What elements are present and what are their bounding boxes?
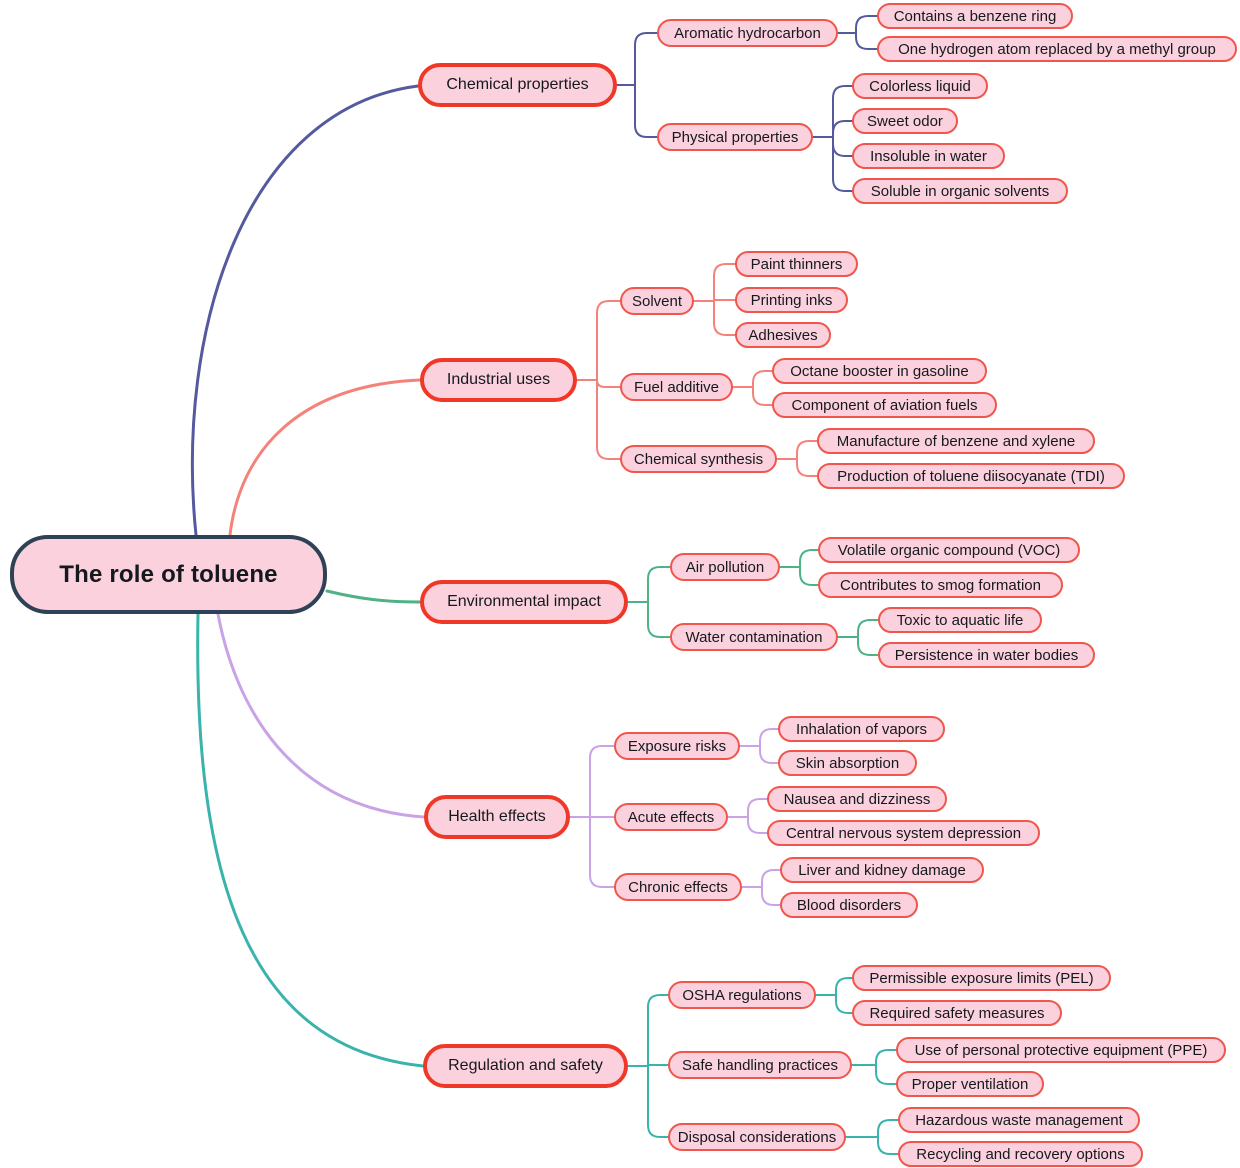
- node-nausea-and-dizziness[interactable]: Nausea and dizziness: [767, 786, 947, 812]
- node-contributes-to-smog-formation[interactable]: Contributes to smog formation: [818, 572, 1063, 598]
- node-hazardous-waste-management[interactable]: Hazardous waste management: [898, 1107, 1140, 1133]
- node-colorless-liquid[interactable]: Colorless liquid: [852, 73, 988, 99]
- node-water-contamination[interactable]: Water contamination: [670, 623, 838, 651]
- node-fuel-additive[interactable]: Fuel additive: [620, 373, 733, 401]
- node-component-of-aviation-fuels[interactable]: Component of aviation fuels: [772, 392, 997, 418]
- node-volatile-organic-compound-voc[interactable]: Volatile organic compound (VOC): [818, 537, 1080, 563]
- node-chemical-properties[interactable]: Chemical properties: [418, 63, 617, 107]
- node-skin-absorption[interactable]: Skin absorption: [778, 750, 917, 776]
- connectors-health-effects: [216, 612, 781, 906]
- node-environmental-impact[interactable]: Environmental impact: [420, 580, 628, 624]
- connectors-regulation-and-safety: [196, 612, 899, 1155]
- node-central-nervous-system-depression[interactable]: Central nervous system depression: [767, 820, 1040, 846]
- node-regulation-and-safety[interactable]: Regulation and safety: [423, 1044, 628, 1088]
- node-adhesives[interactable]: Adhesives: [735, 322, 831, 348]
- node-acute-effects[interactable]: Acute effects: [614, 803, 728, 831]
- node-the-role-of-toluene[interactable]: The role of toluene: [10, 535, 327, 614]
- node-use-of-personal-protective-equipment-ppe[interactable]: Use of personal protective equipment (PP…: [896, 1037, 1226, 1063]
- node-toxic-to-aquatic-life[interactable]: Toxic to aquatic life: [878, 607, 1042, 633]
- node-one-hydrogen-atom-replaced-by-a-methyl-group[interactable]: One hydrogen atom replaced by a methyl g…: [877, 36, 1237, 62]
- connectors-environmental-impact: [325, 549, 879, 656]
- node-proper-ventilation[interactable]: Proper ventilation: [896, 1071, 1044, 1097]
- node-disposal-considerations[interactable]: Disposal considerations: [668, 1123, 846, 1151]
- node-persistence-in-water-bodies[interactable]: Persistence in water bodies: [878, 642, 1095, 668]
- node-liver-and-kidney-damage[interactable]: Liver and kidney damage: [780, 857, 984, 883]
- connectors-chemical-properties: [190, 15, 878, 537]
- node-health-effects[interactable]: Health effects: [424, 795, 570, 839]
- node-solvent[interactable]: Solvent: [620, 287, 694, 315]
- node-inhalation-of-vapors[interactable]: Inhalation of vapors: [778, 716, 945, 742]
- node-contains-a-benzene-ring[interactable]: Contains a benzene ring: [877, 3, 1073, 29]
- node-air-pollution[interactable]: Air pollution: [670, 553, 780, 581]
- node-physical-properties[interactable]: Physical properties: [657, 123, 813, 151]
- node-permissible-exposure-limits-pel[interactable]: Permissible exposure limits (PEL): [852, 965, 1111, 991]
- node-osha-regulations[interactable]: OSHA regulations: [668, 981, 816, 1009]
- node-industrial-uses[interactable]: Industrial uses: [420, 358, 577, 402]
- node-recycling-and-recovery-options[interactable]: Recycling and recovery options: [898, 1141, 1143, 1167]
- node-production-of-toluene-diisocyanate-tdi[interactable]: Production of toluene diisocyanate (TDI): [817, 463, 1125, 489]
- node-required-safety-measures[interactable]: Required safety measures: [852, 1000, 1062, 1026]
- node-safe-handling-practices[interactable]: Safe handling practices: [668, 1051, 852, 1079]
- node-soluble-in-organic-solvents[interactable]: Soluble in organic solvents: [852, 178, 1068, 204]
- node-manufacture-of-benzene-and-xylene[interactable]: Manufacture of benzene and xylene: [817, 428, 1095, 454]
- node-octane-booster-in-gasoline[interactable]: Octane booster in gasoline: [772, 358, 987, 384]
- node-insoluble-in-water[interactable]: Insoluble in water: [852, 143, 1005, 169]
- node-chronic-effects[interactable]: Chronic effects: [614, 873, 742, 901]
- node-aromatic-hydrocarbon[interactable]: Aromatic hydrocarbon: [657, 19, 838, 47]
- connectors-industrial-uses: [228, 263, 818, 537]
- node-printing-inks[interactable]: Printing inks: [735, 287, 848, 313]
- node-exposure-risks[interactable]: Exposure risks: [614, 732, 740, 760]
- node-paint-thinners[interactable]: Paint thinners: [735, 251, 858, 277]
- node-chemical-synthesis[interactable]: Chemical synthesis: [620, 445, 777, 473]
- node-blood-disorders[interactable]: Blood disorders: [780, 892, 918, 918]
- node-sweet-odor[interactable]: Sweet odor: [852, 108, 958, 134]
